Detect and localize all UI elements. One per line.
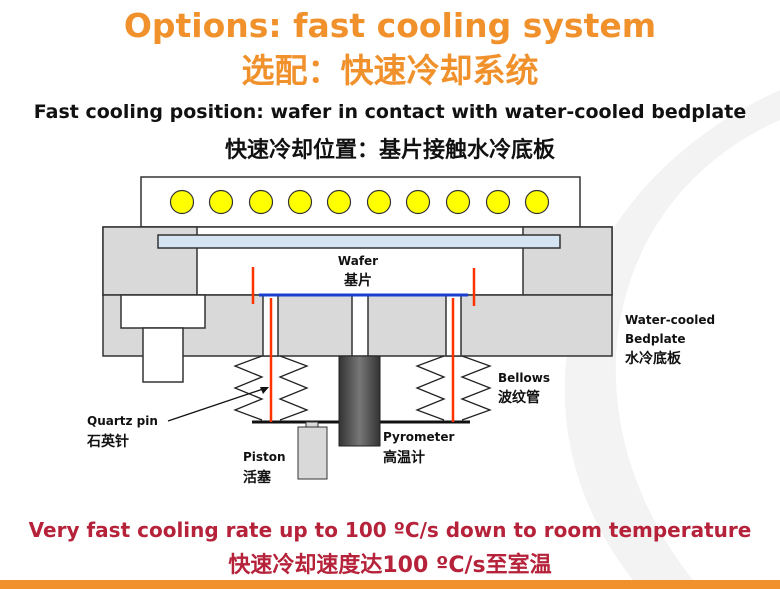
pyrometer-label-zh: 高温计 [383, 449, 425, 466]
bellows-label: Bellows [498, 371, 550, 385]
quartz-window [157, 234, 561, 249]
bellows-label-zh: 波纹管 [498, 389, 540, 406]
piston-label-zh: 活塞 [243, 469, 272, 486]
bedplate-label-1: Water-cooled [625, 313, 715, 327]
lamps [169, 189, 550, 215]
lamp-housing [140, 176, 581, 228]
pyrometer [338, 355, 381, 447]
bellows [233, 355, 492, 421]
subtitle-en: Fast cooling position: wafer in contact … [33, 101, 747, 123]
footer-zh: 快速冷却速度达100 ºC/s至室温 [228, 553, 552, 578]
piston [297, 426, 328, 480]
piston-label: Piston [243, 450, 286, 464]
quartz-pins [251, 267, 476, 422]
subtitle-zh: 快速冷却位置：基片接触水冷底板 [224, 138, 555, 163]
footer-bar [0, 580, 780, 589]
title-en: Options: fast cooling system [123, 6, 657, 45]
bedplate-label-2: Bedplate [625, 332, 686, 346]
pyrometer-label: Pyrometer [383, 430, 455, 444]
title-zh: 选配：快速冷却系统 [241, 51, 539, 90]
quartz-pin-label: Quartz pin [87, 414, 158, 428]
bedplate-label-zh: 水冷底板 [625, 350, 682, 367]
arrow [167, 387, 267, 422]
wafer-label-zh: 基片 [344, 272, 372, 289]
footer-en: Very fast cooling rate up to 100 ºC/s do… [28, 518, 752, 542]
wafer-label: Wafer [338, 254, 378, 268]
quartz-pin-label-zh: 石英针 [86, 433, 129, 450]
